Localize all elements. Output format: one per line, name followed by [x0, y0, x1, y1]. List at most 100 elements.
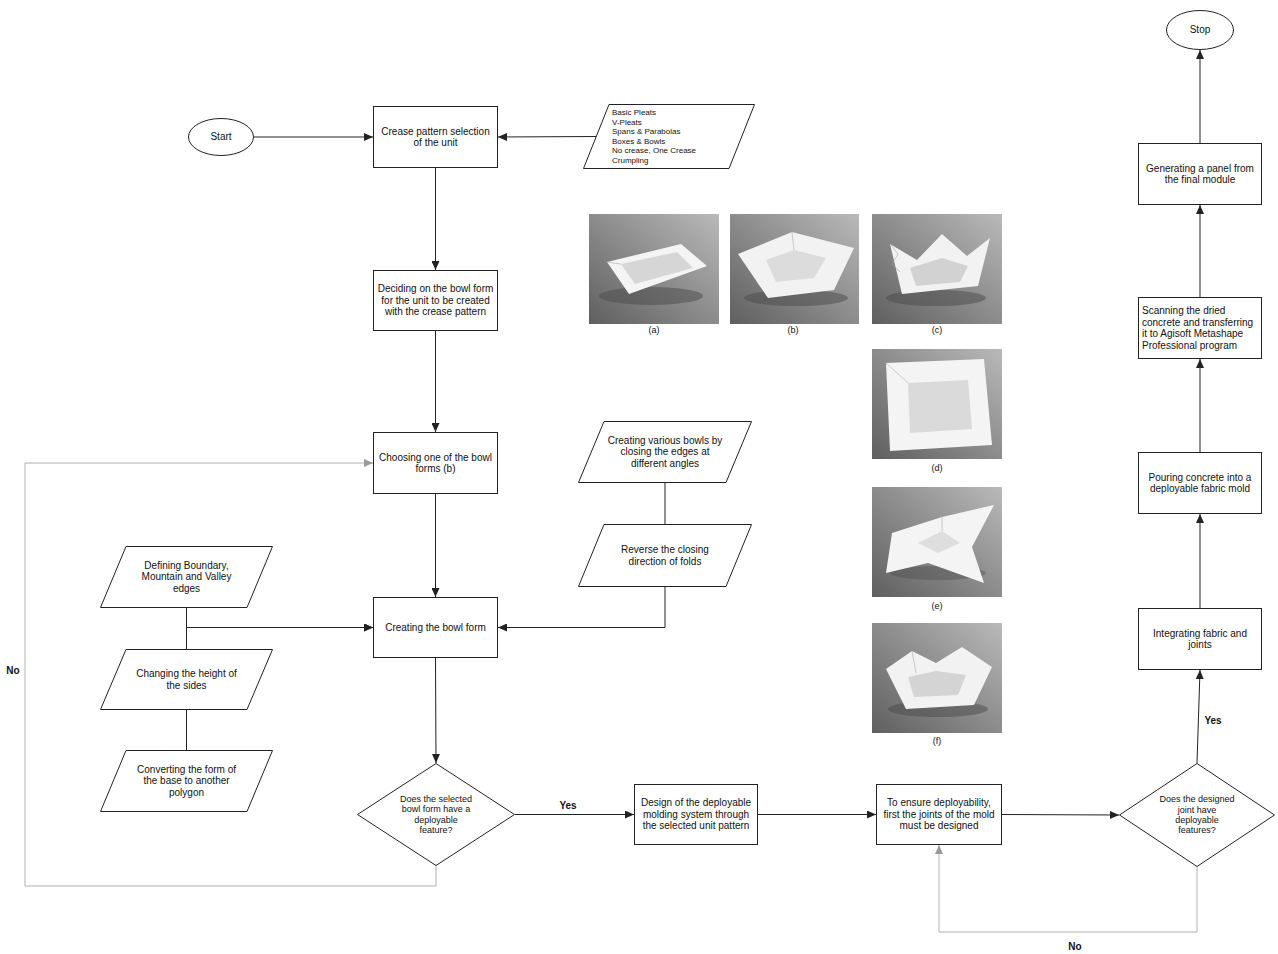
- origami-photo-part: [872, 487, 1002, 597]
- flow-connector: [435, 168, 436, 270]
- process-box: Integrating fabric and joints: [1138, 608, 1262, 670]
- node-label: To ensure deployability, first the joint…: [880, 797, 998, 832]
- node-text: Does the selected bowl form have a deplo…: [397, 794, 476, 835]
- flow-connector: [187, 608, 374, 628]
- node-text: Crease pattern selection of the unit: [377, 126, 494, 149]
- flow-connector: [939, 845, 1197, 932]
- node-label: Creating various bowls by closing the ed…: [607, 435, 723, 470]
- process-box: Generating a panel from the final module: [1138, 143, 1262, 205]
- flow-connector: [435, 658, 437, 763]
- node-text: Choosing one of the bowl forms (b): [377, 452, 494, 475]
- flow-connector: [498, 587, 665, 628]
- origami-photo-part: [942, 517, 943, 531]
- flow-connector: [1200, 359, 1201, 452]
- node-text: Scanning the dried concrete and transfer…: [1142, 305, 1258, 351]
- parallelogram-outline: [579, 422, 752, 483]
- node-label: Converting the form of the base to anoth…: [129, 764, 244, 799]
- flow-connector: [187, 628, 374, 650]
- node-label: Deciding on the bowl form for the unit t…: [377, 283, 494, 318]
- node-text: Reverse the closing direction of folds: [607, 544, 723, 567]
- origami-photo-part: [589, 214, 719, 324]
- process-box: To ensure deployability, first the joint…: [876, 784, 1002, 845]
- node-label: Reverse the closing direction of folds: [607, 544, 723, 567]
- node-label: Pouring concrete into a deployable fabri…: [1142, 472, 1258, 495]
- process-box: Pouring concrete into a deployable fabri…: [1138, 452, 1262, 514]
- figure-label: (f): [933, 736, 942, 746]
- node-label: Crease pattern selection of the unit: [377, 126, 494, 149]
- node-text: Basic PleatsV-PleatsSpans & ParabolasBox…: [612, 108, 726, 165]
- origami-photo-part: [792, 232, 794, 250]
- flow-connector: [186, 710, 187, 750]
- origami-photo-part: [738, 232, 854, 298]
- figure-label: (d): [932, 463, 943, 473]
- node-text: To ensure deployability, first the joint…: [880, 797, 998, 832]
- origami-photo-part: [872, 623, 1002, 733]
- flow-connector: [1200, 514, 1201, 608]
- process-box: Design of the deployable molding system …: [634, 784, 758, 845]
- node-label: Integrating fabric and joints: [1142, 628, 1258, 651]
- node-label: Does the designed joint have deployable …: [1158, 794, 1236, 835]
- bowl-photo: [872, 487, 1002, 597]
- parallelogram-outline: [101, 650, 273, 710]
- node-outline: [583, 104, 755, 169]
- diamond-outline: [1120, 764, 1275, 867]
- terminal-ellipse: [189, 119, 254, 156]
- node-label: Stop: [1170, 24, 1230, 36]
- node-text: Creating the bowl form: [377, 622, 494, 634]
- process-box: Creating the bowl form: [373, 597, 498, 658]
- node-text: Converting the form of the base to anoth…: [129, 764, 244, 799]
- node-text: Start: [192, 131, 250, 143]
- origami-photo-part: [886, 363, 908, 383]
- bowl-photo: [872, 349, 1002, 459]
- input-parallelogram: Creating various bowls by closing the ed…: [578, 421, 752, 483]
- edge-label: No: [1066, 941, 1083, 952]
- node-text: Pouring concrete into a deployable fabri…: [1142, 472, 1258, 495]
- origami-photo-part: [886, 290, 986, 306]
- origami-photo-part: [890, 244, 900, 272]
- input-parallelogram: Defining Boundary, Mountain and Valley e…: [100, 546, 273, 608]
- parallelogram-outline: [101, 547, 273, 608]
- edge-label: Yes: [1202, 715, 1223, 726]
- edge-label: Yes: [557, 800, 578, 811]
- bowl-photo: [872, 623, 1002, 733]
- node-text: Creating various bowls by closing the ed…: [607, 435, 723, 470]
- flow-connector: [1002, 814, 1119, 816]
- process-box: Deciding on the bowl form for the unit t…: [373, 270, 498, 331]
- flow-connector: [515, 814, 634, 815]
- input-parallelogram: Converting the form of the base to anoth…: [100, 750, 273, 812]
- origami-photo-part: [890, 234, 990, 294]
- parallelogram-outline: [579, 525, 752, 587]
- process-box: Crease pattern selection of the unit: [373, 106, 498, 168]
- diamond-outline: [358, 764, 515, 866]
- node-label: Design of the deployable molding system …: [638, 797, 754, 832]
- process-box: Choosing one of the bowl forms (b): [373, 432, 498, 494]
- node-label: Does the selected bowl form have a deplo…: [397, 794, 476, 835]
- origami-photo-part: [908, 671, 966, 697]
- stop-terminal: Stop: [1166, 10, 1234, 50]
- origami-photo-part: [886, 505, 994, 583]
- node-label: Spans & Parabolas: [612, 127, 726, 137]
- node-text: Defining Boundary, Mountain and Valley e…: [129, 560, 244, 595]
- flow-connector: [435, 494, 436, 597]
- node-label: Boxes & Bowls: [612, 137, 726, 147]
- origami-photo-part: [908, 380, 972, 433]
- origami-photo-part: [910, 258, 968, 286]
- origami-photo-part: [912, 651, 916, 673]
- origami-photo-part: [886, 359, 992, 451]
- node-text: Generating a panel from the final module: [1142, 163, 1258, 186]
- origami-photo-part: [886, 647, 992, 709]
- origami-photo-part: [766, 250, 826, 282]
- node-label: Creating the bowl form: [377, 622, 494, 634]
- origami-photo-part: [621, 252, 693, 284]
- flow-connector: [435, 331, 436, 432]
- node-text: Deciding on the bowl form for the unit t…: [377, 283, 494, 318]
- node-label: Scanning the dried concrete and transfer…: [1142, 305, 1258, 351]
- parallelogram-outline: [101, 751, 273, 812]
- figure-label: (e): [932, 601, 943, 611]
- input-parallelogram: Basic PleatsV-PleatsSpans & ParabolasBox…: [583, 104, 755, 169]
- origami-photo-part: [918, 531, 960, 553]
- bowl-photo: [730, 214, 859, 324]
- flow-connector: [665, 483, 666, 524]
- flow-connector: [1200, 205, 1201, 297]
- flow-connector: [254, 137, 373, 138]
